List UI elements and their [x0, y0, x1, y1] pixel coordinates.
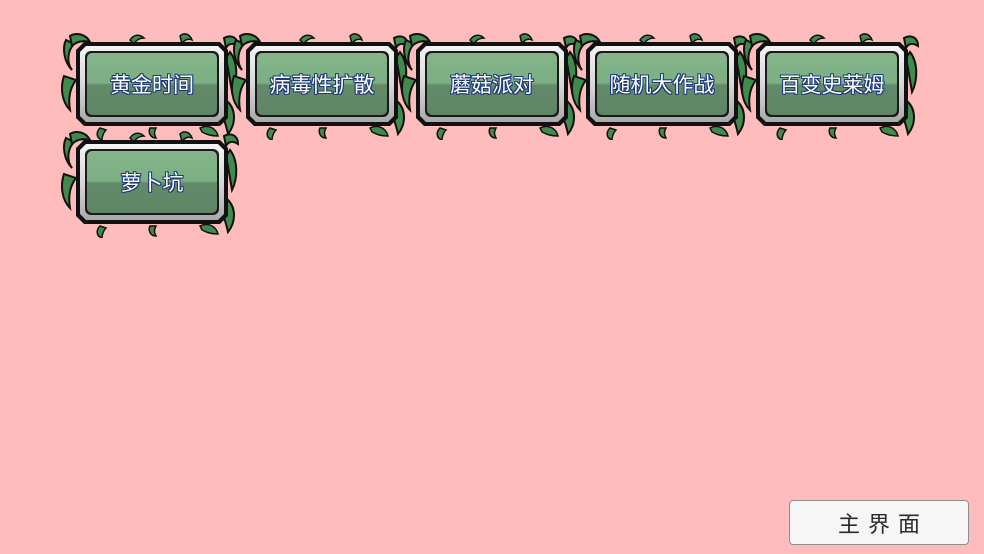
mode-button-radish-pit[interactable]: 萝卜坑: [60, 130, 240, 238]
mode-button-mushroom-party[interactable]: 蘑菇派对: [400, 32, 580, 140]
mode-label: 萝卜坑: [120, 171, 184, 195]
main-menu-button[interactable]: 主界面: [789, 500, 969, 545]
button-frame: 百变史莱姆: [756, 42, 908, 126]
button-frame: 萝卜坑: [76, 140, 228, 224]
button-frame: 随机大作战: [586, 42, 738, 126]
main-menu-label: 主界面: [837, 512, 928, 538]
mode-button-golden-time[interactable]: 黄金时间: [60, 32, 240, 140]
mode-label: 病毒性扩散: [269, 73, 375, 97]
mode-label: 百变史莱姆: [779, 73, 885, 97]
mode-label: 蘑菇派对: [450, 73, 534, 97]
mode-button-viral-spread[interactable]: 病毒性扩散: [230, 32, 410, 140]
mode-button-random-battle[interactable]: 随机大作战: [570, 32, 750, 140]
mode-label: 黄金时间: [110, 73, 194, 97]
button-frame: 蘑菇派对: [416, 42, 568, 126]
button-frame: 黄金时间: [76, 42, 228, 126]
mode-label: 随机大作战: [609, 73, 715, 97]
mode-button-shapeshift-slime[interactable]: 百变史莱姆: [740, 32, 920, 140]
button-frame: 病毒性扩散: [246, 42, 398, 126]
